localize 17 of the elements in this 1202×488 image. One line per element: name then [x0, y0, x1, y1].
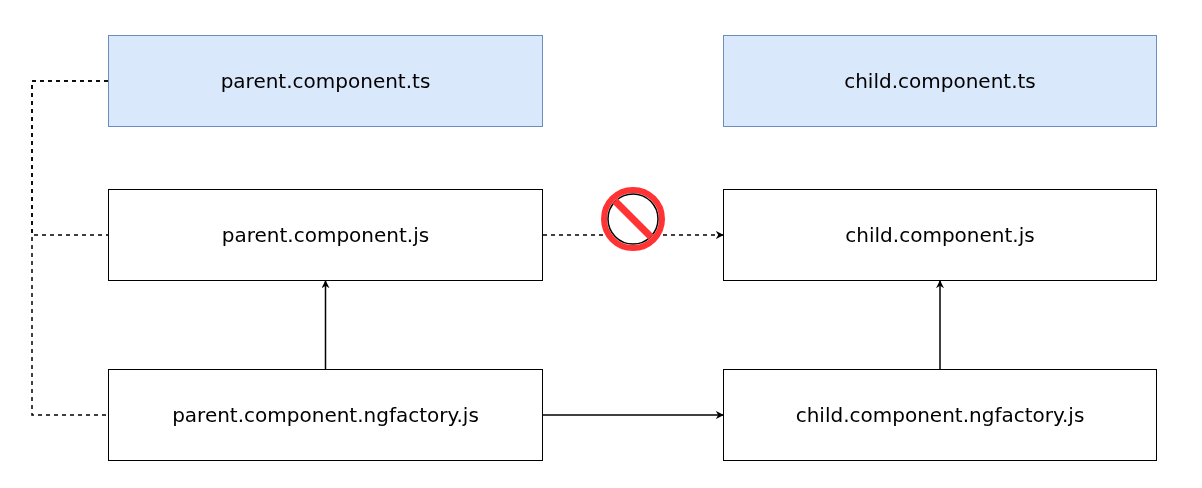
process-box	[108, 369, 543, 461]
arrow	[936, 280, 944, 370]
box-label: parent.component.js	[221, 223, 430, 247]
arrow	[542, 231, 724, 239]
process-box	[723, 35, 1157, 127]
box-label: child.component.js	[845, 223, 1035, 247]
box-label: child.component.ngfactory.js	[795, 403, 1085, 427]
process-box	[723, 369, 1157, 461]
box-label: child.component.ts	[844, 69, 1036, 93]
box-label: parent.component.ngfactory.js	[172, 403, 479, 427]
box-label: parent.component.ts	[220, 69, 431, 93]
process-box	[108, 189, 543, 281]
process-box	[723, 189, 1157, 281]
arrow	[542, 411, 724, 419]
arrow	[321, 280, 330, 370]
connector-line	[31, 80, 109, 416]
process-box	[108, 35, 543, 127]
